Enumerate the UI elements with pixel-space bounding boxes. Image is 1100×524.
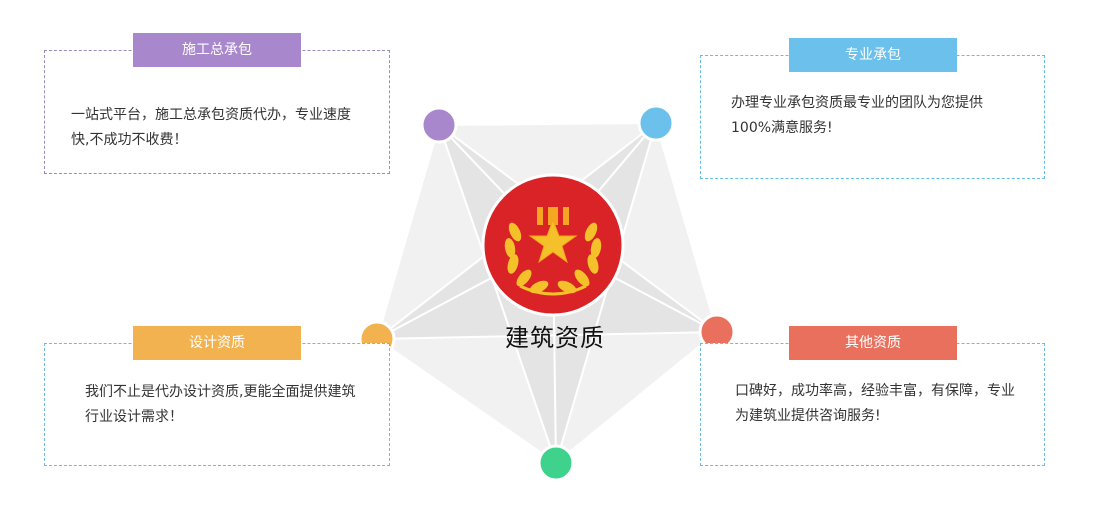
desc-specialized-contracting: 办理专业承包资质最专业的团队为您提供100%满意服务! [731, 95, 983, 136]
tag-general-contracting: 施工总承包 [133, 33, 301, 67]
node-blue [637, 104, 675, 142]
tag-design-qualification: 设计资质 [133, 326, 301, 360]
center-title: 建筑资质 [505, 324, 605, 352]
card-other-qualification: 其他资质 口碑好，成功率高，经验丰富，有保障，专业为建筑业提供咨询服务! [700, 326, 1045, 466]
desc-other-qualification: 口碑好，成功率高，经验丰富，有保障，专业为建筑业提供咨询服务! [735, 383, 1015, 424]
pentagon-outline [375, 121, 719, 465]
node-purple [420, 106, 458, 144]
desc-general-contracting: 一站式平台，施工总承包资质代办，专业速度快,不成功不收费！ [71, 107, 351, 148]
card-specialized-contracting: 专业承包 办理专业承包资质最专业的团队为您提供100%满意服务! [700, 38, 1045, 179]
tag-other-qualification: 其他资质 [789, 326, 957, 360]
node-green [537, 444, 575, 482]
tag-specialized-contracting: 专业承包 [789, 38, 957, 72]
card-general-contracting: 施工总承包 一站式平台，施工总承包资质代办，专业速度快,不成功不收费！ [44, 33, 390, 174]
desc-design-qualification: 我们不止是代办设计资质,更能全面提供建筑行业设计需求！ [85, 384, 356, 425]
card-design-qualification: 设计资质 我们不止是代办设计资质,更能全面提供建筑行业设计需求！ [44, 326, 390, 466]
laurel-star-emblem-icon [481, 173, 625, 317]
